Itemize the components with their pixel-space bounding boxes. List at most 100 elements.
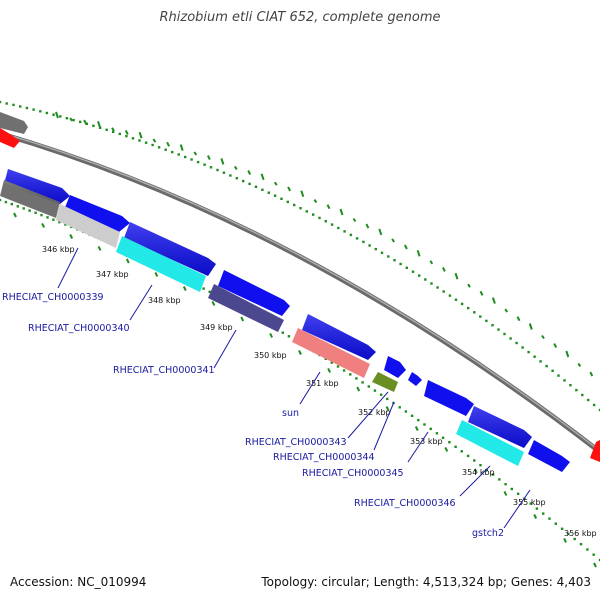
gc-skew-tick [287, 186, 291, 192]
gc-dot [58, 220, 61, 224]
gc-dot [473, 311, 476, 314]
gc-dot [586, 548, 589, 551]
gc-dot [40, 213, 43, 217]
gc-dot [131, 137, 135, 140]
gc-dot [281, 331, 284, 334]
leader-344 [373, 401, 395, 451]
gc-dot [411, 270, 415, 273]
gc-dot [491, 324, 494, 327]
gc-skew-tick [365, 223, 370, 229]
gc-skew-tick [479, 290, 484, 296]
gc-dot [454, 298, 458, 301]
gc-dot [28, 209, 31, 212]
gc-dot [190, 158, 193, 161]
gc-dot [373, 389, 377, 392]
gc-dot [203, 163, 206, 166]
gc-dot [208, 290, 211, 293]
gc-dot [551, 369, 554, 372]
gene-red-right [590, 440, 600, 462]
gc-skew-tick [416, 249, 421, 257]
gene-blue-2 [64, 195, 130, 232]
tick-label: 351 kbp [306, 379, 339, 388]
gene-label: gstch2 [472, 528, 504, 539]
gc-dot [424, 278, 427, 281]
gc-dot [460, 302, 464, 306]
gc-dot [374, 247, 377, 251]
gc-dot [112, 130, 115, 133]
gene-label: RHECIAT_CH0000344 [273, 452, 375, 463]
gc-dot [498, 478, 501, 481]
gc-dot [280, 197, 283, 200]
gc-skew-tick [193, 151, 198, 156]
gc-skew-tick [467, 283, 471, 288]
gc-dot [448, 294, 452, 297]
gc-dot [343, 230, 346, 233]
gc-dot [485, 319, 488, 323]
gc-skew-tick [220, 158, 225, 165]
gc-dot [336, 365, 340, 368]
gc-dot [479, 315, 482, 318]
gc-dot [39, 110, 42, 113]
gene-gray-left [0, 180, 60, 218]
gc-dot [380, 251, 384, 254]
gc-dot [52, 113, 55, 116]
gc-dot [342, 369, 346, 372]
gc-skew-tick [247, 170, 252, 175]
gc-dot [479, 464, 482, 467]
gc-dot [367, 385, 370, 388]
gc-skew-tick [378, 228, 383, 236]
leader-343 [347, 391, 389, 439]
gc-dot [45, 111, 49, 115]
gc-dot [151, 143, 154, 147]
gc-skew-tick [429, 260, 434, 265]
gc-dot [405, 266, 408, 269]
gc-skew-tick [240, 316, 245, 322]
gc-dot [430, 282, 433, 285]
gc-dot [503, 332, 506, 336]
leader-339 [57, 247, 79, 289]
outer-gc-dots [0, 100, 600, 412]
gc-dot [330, 361, 333, 364]
gc-dot [539, 360, 542, 363]
gc-dot [46, 216, 49, 219]
gc-dot [418, 274, 421, 277]
leader-341 [213, 329, 237, 369]
gc-dot [563, 379, 566, 382]
gene-labels: RHECIAT_CH0000339 RHECIAT_CH0000340 RHEC… [2, 292, 504, 539]
gc-dot [504, 483, 507, 486]
gc-dot [222, 171, 226, 174]
gc-dot [573, 537, 576, 541]
gc-dot [527, 350, 530, 354]
gene-blue-8 [424, 380, 474, 416]
tick-label: 352 kbp [358, 408, 391, 417]
gc-dot [0, 198, 2, 202]
gc-dot [209, 166, 213, 169]
gc-skew-tick [528, 323, 533, 330]
gc-dot [554, 522, 557, 525]
gc-dot [293, 203, 296, 207]
tick-label: 355 kbp [513, 498, 546, 507]
gc-dot [32, 108, 35, 111]
gc-dot [118, 132, 121, 136]
shade-2 [124, 222, 216, 276]
gc-dot [4, 200, 8, 204]
gene-gray-top [0, 112, 28, 134]
gene-label: RHECIAT_CH0000343 [245, 437, 347, 448]
gc-dot [521, 346, 524, 349]
gc-dot [497, 328, 500, 331]
gene-pink [292, 328, 370, 378]
gene-slate [208, 284, 284, 332]
gc-skew-tick [563, 537, 567, 543]
inner-gc-dots [0, 198, 600, 562]
gc-skew-tick [179, 144, 184, 151]
gc-dot [404, 410, 408, 413]
gc-skew-tick [55, 111, 59, 119]
gc-dot [386, 397, 389, 401]
gc-dot [355, 377, 358, 380]
leader-sun [299, 371, 321, 405]
gc-dot [598, 408, 600, 412]
gc-skew-tick [327, 367, 331, 373]
gc-dot [164, 148, 167, 151]
gc-dot [287, 335, 291, 338]
